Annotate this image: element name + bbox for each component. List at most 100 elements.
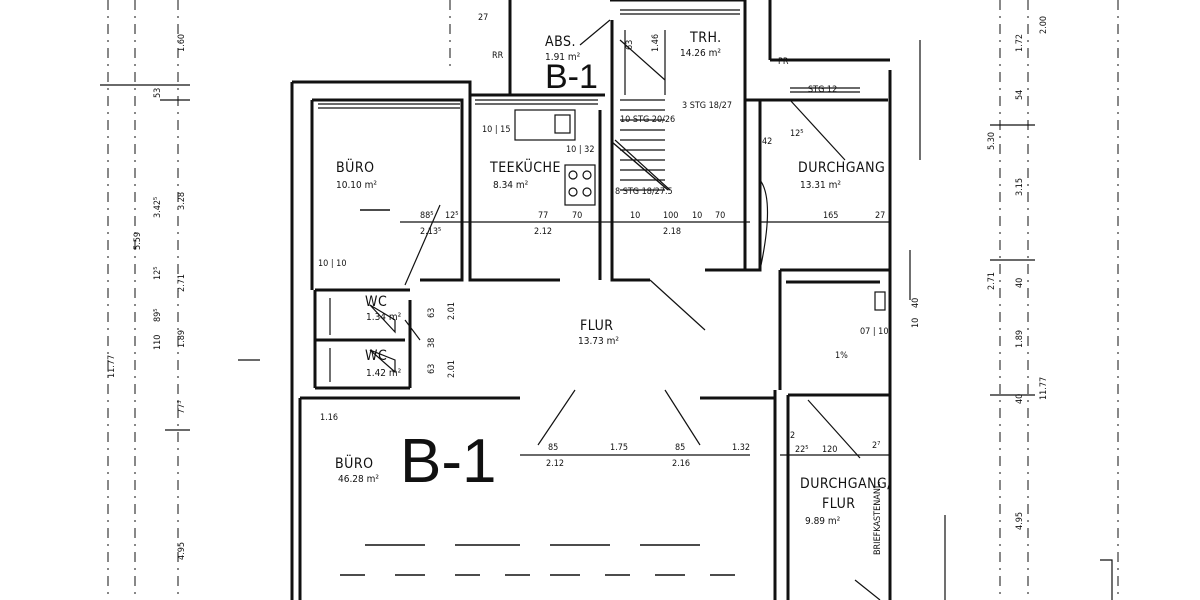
dim-text: 1.89	[1015, 330, 1025, 348]
annotations: 3 STG 18/27 10 STG 20/26 8 STG 18/27.5 S…	[492, 51, 883, 555]
dim-text: 77⁵	[177, 400, 187, 414]
room-name-buero-big: BÜRO	[335, 454, 374, 472]
stair-note-3: 8 STG 18/27.5	[615, 187, 673, 197]
dim-text: 3.15	[1015, 178, 1025, 196]
room-area-teekueche: 8.34 m²	[493, 180, 529, 191]
interior-walls	[300, 20, 890, 600]
dim-text: 40	[1015, 278, 1025, 288]
dim-text: 1.60	[177, 34, 187, 52]
dim-text: 165	[823, 211, 838, 221]
room-name-abs: ABS.	[545, 34, 576, 50]
dim-text: 1.72	[1015, 34, 1025, 52]
dim-text: 2.12	[546, 459, 564, 469]
unit-label-small: B-1	[545, 58, 598, 96]
room-area-buero-big: 46.28 m²	[338, 474, 379, 485]
dim-text: 12⁵	[445, 211, 459, 221]
room-name-durchgang-flur-2: FLUR	[822, 496, 856, 512]
dim-text: 1.75	[610, 443, 628, 453]
dim-text: 63	[427, 364, 437, 374]
dim-text: 110	[153, 335, 163, 350]
dim-text: 77	[538, 211, 548, 221]
dim-text: 4.95	[177, 542, 187, 560]
dim-text: 54	[1015, 90, 1025, 100]
dim-text: 12⁵	[790, 129, 804, 139]
dim-text: 42	[762, 137, 772, 147]
dim-text: 70	[715, 211, 725, 221]
room-name-durchgang-flur-1: DURCHGANG/	[800, 476, 892, 492]
dim-text: 5.30	[987, 132, 997, 150]
dim-text: 22⁵	[795, 445, 809, 455]
room-area-buero-top: 10.10 m²	[336, 180, 377, 191]
room-name-wc2: WC	[365, 348, 387, 364]
room-name-trh: TRH.	[689, 30, 722, 46]
dim-text: 2.18	[663, 227, 681, 237]
note-pr: PR	[778, 57, 789, 67]
stair-note-2: 10 STG 20/26	[620, 115, 675, 125]
dim-text: 10	[630, 211, 640, 221]
note-percent: 1%	[835, 351, 848, 361]
dim-text: 5.59	[133, 232, 143, 250]
dim-text: 53	[153, 88, 163, 98]
dim-text: 2.13⁵	[420, 227, 441, 237]
dim-text: 10 | 10	[318, 259, 346, 269]
dim-text: 27	[478, 13, 488, 23]
dim-text: 1.46	[651, 34, 661, 52]
room-area-durchgang: 13.31 m²	[800, 180, 841, 191]
dim-text: 70	[572, 211, 582, 221]
dim-text: 2.01	[447, 302, 457, 320]
dim-text: 2.16	[672, 459, 690, 469]
dim-text: 100	[663, 211, 678, 221]
dim-text: 10	[692, 211, 702, 221]
unit-label-large: B-1	[400, 427, 496, 496]
stair-note-1: 3 STG 18/27	[682, 101, 732, 111]
dim-text: 3.28	[177, 192, 187, 210]
room-area-wc2: 1.42 m²	[366, 368, 402, 379]
dimension-texts: 88⁵ 12⁵ 2.13⁵ 77 70 2.12 10 100 10 70 2.…	[318, 13, 888, 469]
dimension-lines	[100, 0, 1119, 600]
dim-text: 11.77	[1039, 377, 1049, 400]
furniture-marks	[340, 209, 735, 576]
dim-text: 12⁵	[153, 266, 163, 280]
vertical-dimension-texts-right: 2.00 1.72 54 5.30 3.15 2.71 40 1.89 40 1…	[911, 16, 1049, 530]
dim-text: 10	[911, 318, 921, 328]
room-area-durchgang-flur: 9.89 m²	[805, 516, 841, 527]
dim-text: 120	[822, 445, 837, 455]
dim-text: 38	[427, 338, 437, 348]
stair-note-4: STG 12	[808, 85, 837, 95]
dim-text: 2.12	[534, 227, 552, 237]
dim-text: 40	[911, 298, 921, 308]
dim-text: 1.16	[320, 413, 338, 423]
dim-text: 10 | 15	[482, 125, 510, 135]
room-labels: ABS. 1.91 m² TRH. 14.26 m² BÜRO 10.10 m²…	[335, 30, 892, 527]
room-name-teekueche: TEEKÜCHE	[489, 158, 561, 176]
dim-text: 1.32	[732, 443, 750, 453]
room-name-durchgang: DURCHGANG	[798, 160, 885, 176]
door-swings	[404, 179, 881, 600]
room-name-wc1: WC	[365, 294, 387, 310]
room-name-buero-top: BÜRO	[336, 158, 375, 176]
room-area-wc1: 1.34 m²	[366, 312, 402, 323]
staircase	[404, 19, 846, 286]
dim-text: 63	[427, 308, 437, 318]
window-details	[318, 9, 886, 382]
dim-text: 4.95	[1015, 512, 1025, 530]
dim-text: 27	[875, 211, 885, 221]
dim-text: 2.00	[1039, 16, 1049, 34]
dim-text: 1.89	[177, 330, 187, 348]
dim-text: 2.71	[177, 274, 187, 292]
dim-text: 2⁷	[872, 441, 880, 451]
dim-text: 2.01	[447, 360, 457, 378]
room-name-flur: FLUR	[580, 318, 614, 334]
room-area-abs: 1.91 m²	[545, 52, 581, 63]
dim-text: 07 | 10	[860, 327, 888, 337]
dim-text: 88⁵	[420, 211, 434, 221]
dim-text: 2	[790, 431, 795, 441]
dim-text: 2.71	[987, 272, 997, 290]
room-area-flur: 13.73 m²	[578, 336, 619, 347]
dim-text: 63	[625, 40, 635, 50]
vertical-dimension-texts-left: 1.60 53 3.42⁵ 3.28 5.59 12⁵ 2.71 89⁵ 110…	[107, 34, 661, 560]
dim-text: 85	[548, 443, 558, 453]
dim-text: 11.77	[107, 355, 117, 378]
room-area-trh: 14.26 m²	[680, 48, 721, 59]
